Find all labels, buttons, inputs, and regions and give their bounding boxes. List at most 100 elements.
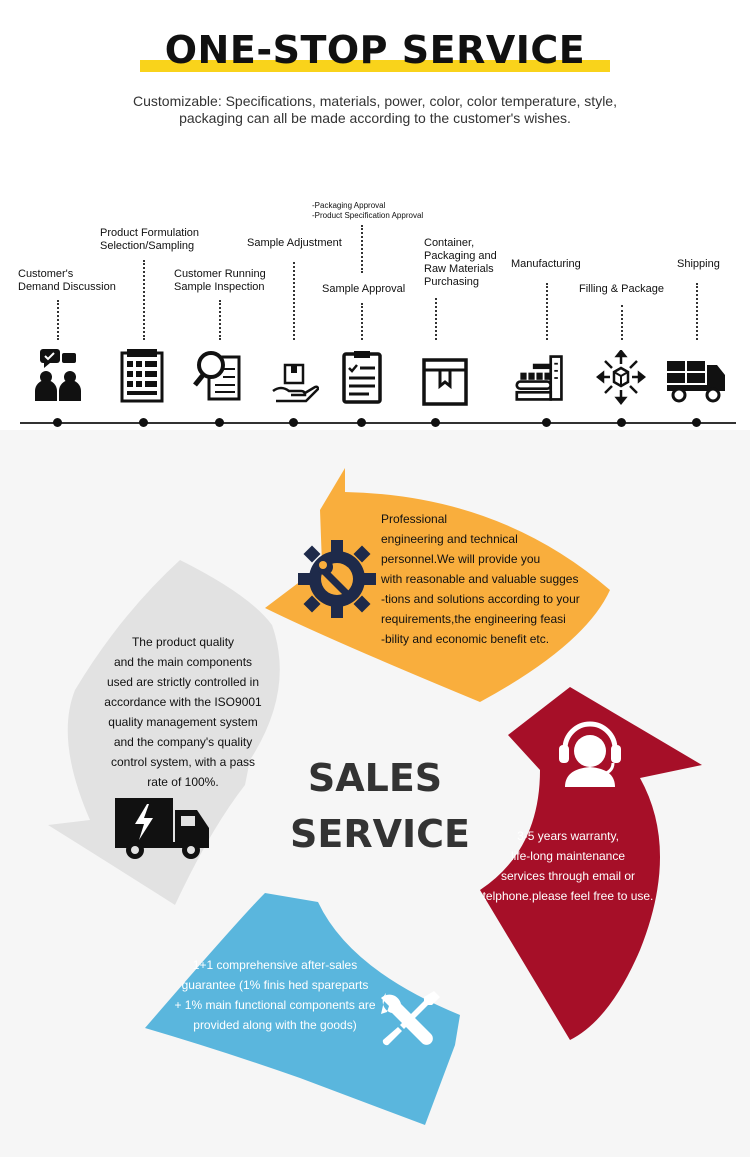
headset-support-icon — [559, 721, 621, 787]
gray-text-line: accordance with the ISO9001 — [104, 695, 262, 709]
timeline-dot — [139, 418, 148, 427]
blue-text-line: 1+1 comprehensive after-sales — [192, 958, 358, 972]
connector-line — [696, 283, 698, 340]
step-label-line: Packaging and — [424, 250, 497, 262]
timeline-axis — [20, 422, 736, 424]
step-label-line: Selection/Sampling — [100, 240, 195, 252]
step-note-approvals: -Packaging Approval -Product Specificati… — [312, 201, 423, 221]
gray-text-line: rate of 100%. — [147, 775, 219, 789]
gray-text-line: and the main components — [113, 655, 253, 669]
box-icon — [422, 358, 468, 406]
connector-line — [361, 225, 363, 273]
step-label-line: Filling & Package — [579, 283, 664, 295]
truck-icon — [667, 361, 725, 403]
timeline-dot — [215, 418, 224, 427]
orange-text-line: Professional — [381, 512, 448, 526]
orange-text-line: -bility and economic benefit etc. — [381, 632, 550, 646]
gray-text-line: and the company's quality — [113, 735, 253, 749]
connector-line — [546, 283, 548, 340]
connector-line — [435, 298, 437, 340]
subtitle-line: packaging can all be made according to t… — [179, 110, 571, 126]
blue-service-text: 1+1 comprehensive after-sales guarantee … — [160, 955, 390, 1035]
sales-cycle-arrows — [48, 468, 702, 1125]
red-text-line: telphone.please feel free to use. — [482, 889, 654, 903]
gray-text-line: used are strictly controlled in — [106, 675, 260, 689]
gray-text-line: quality management system — [108, 715, 258, 729]
step-label-line: Container, — [424, 237, 475, 249]
connector-line — [219, 300, 221, 340]
step-label-line: Shipping — [677, 258, 720, 270]
subtitle-line: Customizable: Specifications, materials,… — [133, 93, 617, 109]
blue-text-line: + 1% main functional components are — [174, 998, 376, 1012]
step-label-demand-discussion: Customer's Demand Discussion — [18, 268, 116, 294]
chat-people-icon — [35, 349, 81, 401]
gear-wrench-icon — [298, 540, 376, 618]
sales-service-title: SALES SERVICE — [290, 750, 470, 862]
red-arrow-shape — [480, 687, 702, 1040]
step-label-line: Manufacturing — [511, 258, 581, 270]
gray-text-line: control system, with a pass — [110, 755, 256, 769]
hand-box-icon — [272, 363, 319, 403]
connector-line — [143, 260, 145, 340]
red-text-line: 3-5 years warranty, — [517, 829, 619, 843]
step-label-sample-inspection: Customer Running Sample Inspection — [174, 268, 266, 294]
timeline-dot — [289, 418, 298, 427]
timeline-dot — [431, 418, 440, 427]
orange-text-line: with reasonable and valuable sugges — [381, 572, 579, 586]
electric-truck-icon — [115, 798, 209, 859]
document-grid-icon — [120, 349, 164, 403]
orange-text-line: requirements,the engineering feasi — [381, 612, 566, 626]
page-subtitle: Customizable: Specifications, materials,… — [60, 93, 690, 127]
step-label-filling-package: Filling & Package — [579, 283, 664, 296]
checklist-icon — [342, 351, 382, 404]
connector-line — [621, 305, 623, 340]
step-label-line: Sample Adjustment — [247, 237, 342, 249]
sales-title-line: SERVICE — [290, 812, 470, 856]
step-label-sample-approval: Sample Approval — [322, 283, 405, 296]
step-label-formulation: Product Formulation Selection/Sampling — [100, 227, 199, 253]
timeline-dot — [617, 418, 626, 427]
red-text-line: life-long maintenance — [510, 849, 626, 863]
factory-conveyor-icon — [515, 355, 563, 401]
title-highlight-bar — [140, 60, 610, 72]
step-label-line: Customer's — [18, 268, 74, 280]
step-label-manufacturing: Manufacturing — [511, 258, 581, 271]
step-label-line: Raw Materials — [424, 263, 494, 275]
step-label-line: Customer Running — [174, 268, 266, 280]
page-title: ONE-STOP SERVICE — [164, 28, 586, 72]
timeline-dot — [357, 418, 366, 427]
step-label-line: Purchasing — [424, 276, 480, 288]
gray-text-line: The product quality — [131, 635, 235, 649]
step-note-line: -Product Specification Approval — [312, 211, 424, 220]
blue-arrow-shape — [145, 893, 460, 1125]
orange-text-line: personnel.We will provide you — [381, 552, 541, 566]
red-text-line: services through email or — [500, 869, 636, 883]
wrench-screwdriver-icon — [381, 991, 440, 1046]
orange-service-text: Professional engineering and technical p… — [381, 509, 601, 649]
sales-title-line: SALES — [307, 756, 443, 800]
orange-text-line: -tions and solutions according to your — [381, 592, 580, 606]
step-label-shipping: Shipping — [677, 258, 720, 271]
timeline-dot — [542, 418, 551, 427]
red-service-text: 3-5 years warranty, life-long maintenanc… — [470, 826, 666, 906]
timeline-dot — [53, 418, 62, 427]
magnifier-document-icon — [193, 351, 241, 401]
blue-text-line: guarantee (1% finis hed spareparts — [181, 978, 369, 992]
connector-line — [293, 262, 295, 340]
connector-line — [361, 303, 363, 340]
step-label-sample-adjustment: Sample Adjustment — [247, 237, 342, 250]
step-label-line: Product Formulation — [100, 227, 200, 239]
blue-text-line: provided along with the goods) — [193, 1018, 357, 1032]
step-label-purchasing: Container, Packaging and Raw Materials P… — [424, 237, 497, 289]
step-note-line: -Packaging Approval — [312, 201, 386, 210]
step-label-line: Sample Inspection — [174, 281, 265, 293]
step-label-line: Sample Approval — [322, 283, 406, 295]
orange-arrow-shape — [265, 468, 610, 702]
connector-line — [57, 300, 59, 340]
package-arrows-icon — [596, 350, 646, 406]
gray-service-text: The product quality and the main compone… — [78, 632, 288, 792]
step-label-line: Demand Discussion — [18, 281, 116, 293]
gray-arrow-shape — [48, 560, 280, 905]
timeline-dot — [692, 418, 701, 427]
orange-text-line: engineering and technical — [381, 532, 518, 546]
